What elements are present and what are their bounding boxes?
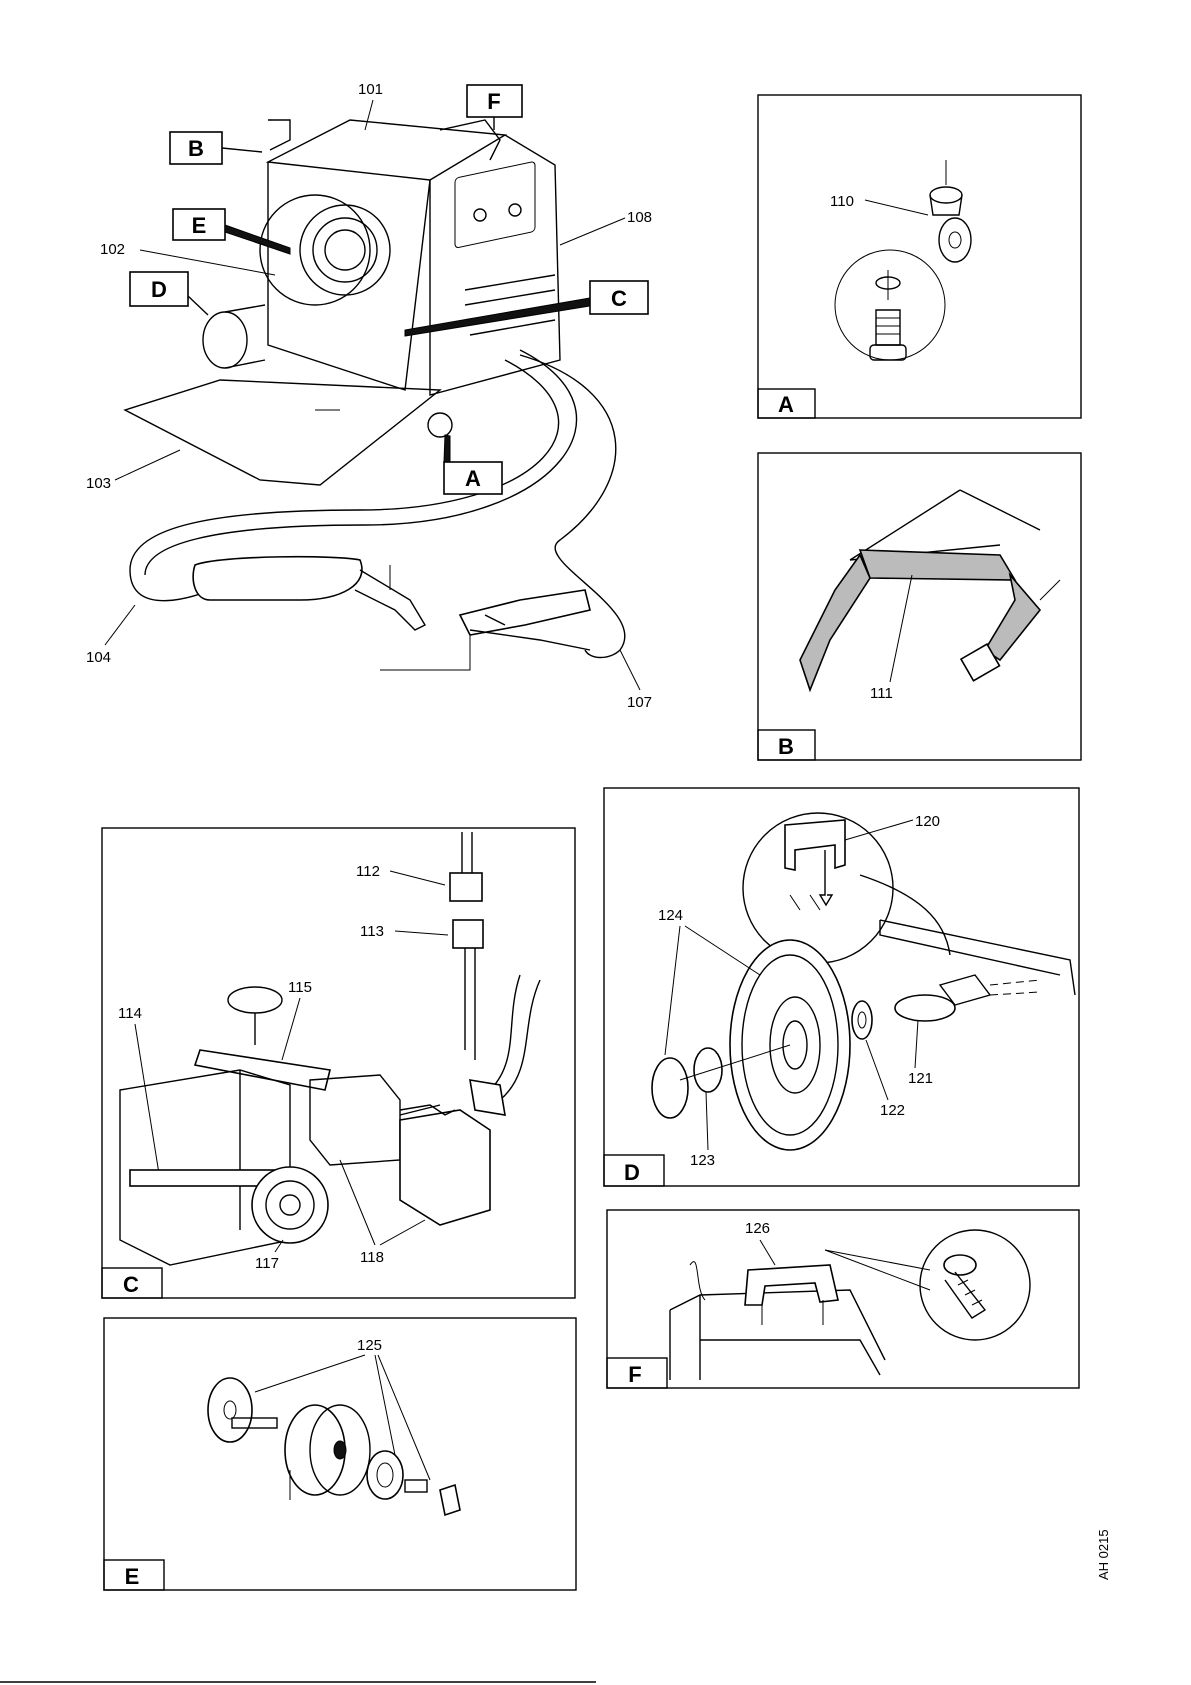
part-112: 112 xyxy=(356,863,380,880)
label-c: C xyxy=(611,286,627,311)
part-111: 111 xyxy=(870,685,893,702)
panel-a-tag: A xyxy=(778,392,794,417)
panel-f: F 126 xyxy=(607,1210,1079,1388)
callout-D: D xyxy=(130,272,208,315)
main-figure: B F E D C A 101 102 xyxy=(86,81,652,711)
earth-clamp xyxy=(460,590,590,635)
callout-C: C xyxy=(405,281,648,336)
panel-d-tag: D xyxy=(624,1160,640,1185)
part-117: 117 xyxy=(255,1255,279,1272)
panel-f-tag: F xyxy=(628,1362,641,1387)
panel-e-tag: E xyxy=(125,1564,140,1589)
label-e: E xyxy=(192,213,207,238)
panel-d: D 120 121 122 123 124 xyxy=(604,788,1079,1186)
part-121: 121 xyxy=(908,1070,933,1087)
part-124: 124 xyxy=(658,907,683,924)
part-107: 107 xyxy=(627,694,652,711)
label-a: A xyxy=(465,466,481,491)
panel-c: C 112 113 115 114 117 118 xyxy=(102,828,575,1298)
panel-a: A 110 xyxy=(758,95,1081,418)
part-102: 102 xyxy=(100,241,125,258)
part-115: 115 xyxy=(288,979,312,996)
callout-F: F xyxy=(467,85,522,130)
document-code: AH 0215 xyxy=(1096,1529,1111,1580)
callout-A: A xyxy=(444,435,502,494)
part-120: 120 xyxy=(915,813,940,830)
panel-b: B 111 xyxy=(758,453,1081,760)
welder-unit xyxy=(203,120,560,437)
part-104: 104 xyxy=(86,649,111,666)
part-114: 114 xyxy=(118,1005,142,1022)
panel-b-tag: B xyxy=(778,734,794,759)
part-108: 108 xyxy=(627,209,652,226)
part-123: 123 xyxy=(690,1152,715,1169)
floor-plate xyxy=(125,380,440,485)
part-125: 125 xyxy=(357,1337,382,1354)
part-103: 103 xyxy=(86,475,111,492)
torch-handle xyxy=(193,557,362,600)
part-110: 110 xyxy=(830,193,854,210)
part-122: 122 xyxy=(880,1102,905,1119)
label-d: D xyxy=(151,277,167,302)
part-126: 126 xyxy=(745,1220,770,1237)
panel-e: E 125 xyxy=(104,1318,576,1590)
part-101: 101 xyxy=(358,81,383,98)
callout-B: B xyxy=(170,132,262,164)
label-f: F xyxy=(487,89,500,114)
part-118: 118 xyxy=(360,1249,384,1266)
panel-c-tag: C xyxy=(123,1272,139,1297)
part-113: 113 xyxy=(360,923,384,940)
label-b: B xyxy=(188,136,204,161)
